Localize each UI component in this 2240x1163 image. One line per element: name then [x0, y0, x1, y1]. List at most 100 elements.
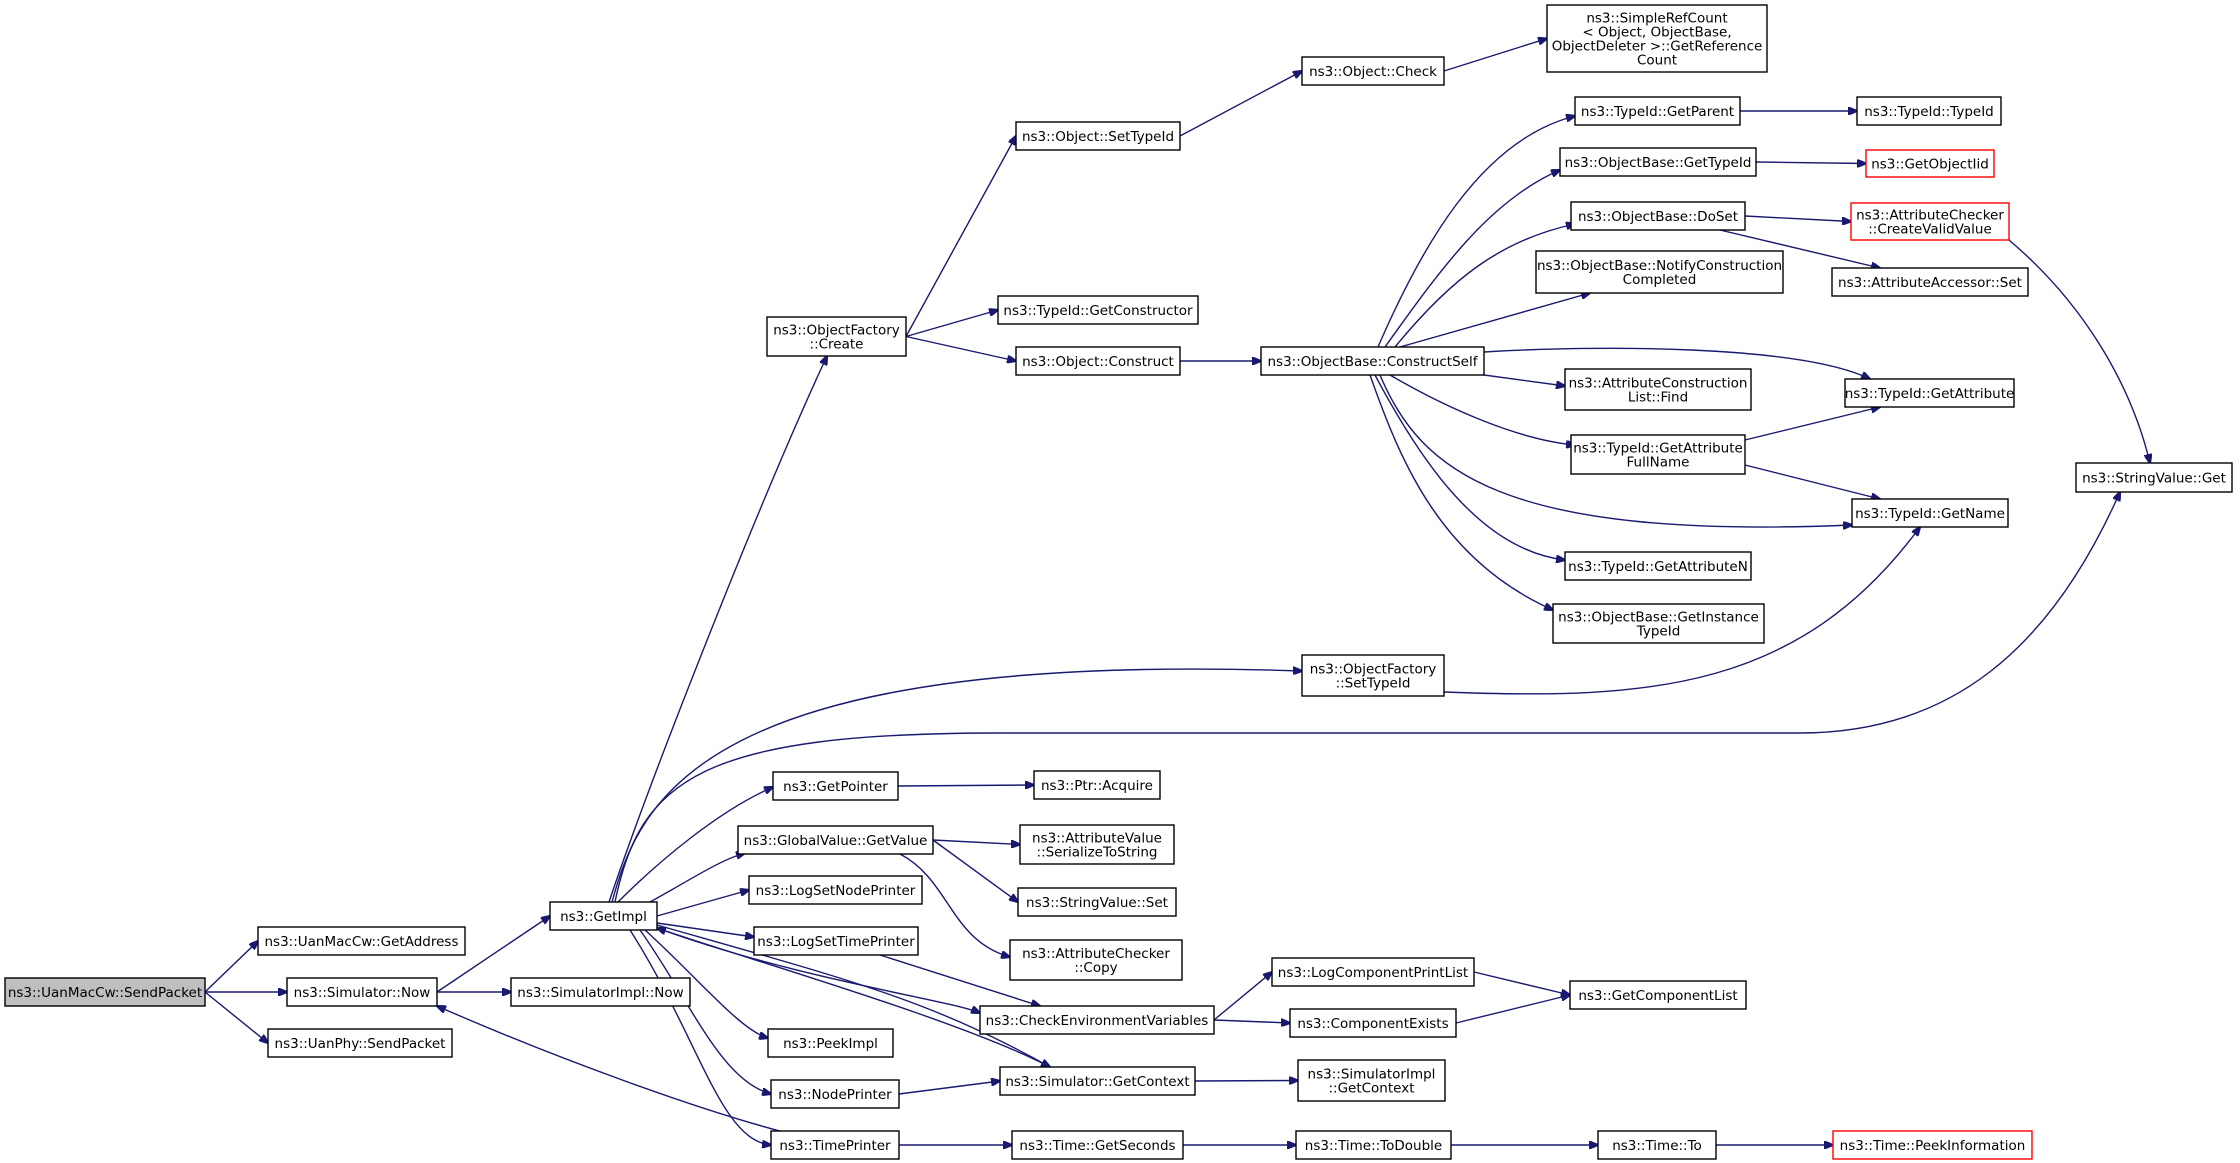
node-box [1535, 250, 1784, 294]
node-label: ns3::TypeId::GetAttribute [1845, 386, 2015, 402]
node-timegetseconds[interactable]: ns3::Time::GetSeconds [1011, 1130, 1184, 1160]
node-label: FullName [1627, 455, 1690, 471]
node-obdoset[interactable]: ns3::ObjectBase::DoSet [1570, 201, 1746, 231]
edge-getimpl-to-simgetcontext [656, 924, 1050, 1067]
node-getcomplist[interactable]: ns3::GetComponentList [1569, 980, 1747, 1010]
edge-constructself-to-obdoset [1394, 224, 1575, 348]
node-accheckercreate[interactable]: ns3::AttributeChecker::CreateValidValue [1850, 202, 2010, 241]
node-label: ns3::LogSetNodePrinter [756, 883, 916, 899]
node-objcheck[interactable]: ns3::Object::Check [1301, 56, 1445, 86]
node-box [4, 977, 206, 1007]
node-box [753, 926, 919, 956]
node-label: ns3::ObjectBase::GetInstance [1558, 610, 1759, 626]
edge-simgetcontext-to-getimpl [657, 928, 1051, 1068]
node-box [1564, 368, 1752, 411]
node-label: ns3::TimePrinter [779, 1138, 891, 1154]
node-getobjectiid[interactable]: ns3::GetObjectIid [1865, 149, 1995, 178]
edge-ofcreate-to-tidgetctor [905, 310, 998, 338]
node-box [1015, 121, 1181, 151]
node-gvgetvalue[interactable]: ns3::GlobalValue::GetValue [737, 825, 934, 855]
node-accheckercopy[interactable]: ns3::AttributeChecker::Copy [1009, 939, 1183, 981]
node-constructself[interactable]: ns3::ObjectBase::ConstructSelf [1260, 346, 1485, 376]
node-box [1850, 202, 2010, 241]
node-timepeekinfo[interactable]: ns3::Time::PeekInformation [1832, 1130, 2033, 1160]
node-box [1564, 551, 1752, 581]
edge-compexists-to-getcomplist [1455, 995, 1570, 1024]
edge-checkenv-to-logcompprint [1213, 972, 1272, 1021]
node-box [1597, 1130, 1717, 1160]
node-label: ns3::CheckEnvironmentVariables [986, 1013, 1209, 1029]
node-box [748, 875, 923, 905]
node-label: ns3::TypeId::GetAttributeN [1568, 559, 1748, 575]
node-label: ns3::PeekImpl [783, 1036, 878, 1052]
node-ofsettypeid[interactable]: ns3::ObjectFactory::SetTypeId [1301, 654, 1445, 697]
edge-logsettime-to-checkenv [879, 954, 1040, 1006]
node-aaset[interactable]: ns3::AttributeAccessor::Set [1831, 267, 2029, 297]
edge-gvgetvalue-to-accheckercopy [899, 853, 1010, 957]
node-box [1301, 56, 1445, 86]
node-box [770, 1079, 900, 1109]
node-ofcreate[interactable]: ns3::ObjectFactory::Create [766, 316, 907, 357]
node-box [1569, 980, 1747, 1010]
node-label: ::GetContext [1328, 1081, 1414, 1097]
node-box [1019, 824, 1175, 865]
node-logsetnode[interactable]: ns3::LogSetNodePrinter [748, 875, 923, 905]
node-tidgetparent[interactable]: ns3::TypeId::GetParent [1574, 96, 1741, 126]
node-box [1297, 1059, 1446, 1102]
node-tidtypeid[interactable]: ns3::TypeId::TypeId [1856, 96, 2002, 126]
node-obnotify[interactable]: ns3::ObjectBase::NotifyConstructionCompl… [1535, 250, 1784, 294]
edge-gvgetvalue-to-avserialize [932, 839, 1020, 845]
node-stringvalueget[interactable]: ns3::StringValue::Get [2075, 462, 2233, 493]
node-ptracquire[interactable]: ns3::Ptr::Acquire [1033, 770, 1161, 800]
node-getimpl[interactable]: ns3::GetImpl [549, 901, 658, 931]
node-physend[interactable]: ns3::UanPhy::SendPacket [267, 1028, 453, 1058]
node-box [1546, 4, 1768, 73]
node-objsettypeid[interactable]: ns3::Object::SetTypeId [1015, 121, 1181, 151]
node-nodeprinter[interactable]: ns3::NodePrinter [770, 1079, 900, 1109]
node-peekimpl[interactable]: ns3::PeekImpl [767, 1028, 894, 1058]
node-avserialize[interactable]: ns3::AttributeValue::SerializeToString [1019, 824, 1175, 865]
node-logsettime[interactable]: ns3::LogSetTimePrinter [753, 926, 919, 956]
node-box [1831, 267, 2029, 297]
node-getaddress[interactable]: ns3::UanMacCw::GetAddress [257, 926, 466, 956]
node-objconstruct[interactable]: ns3::Object::Construct [1015, 346, 1181, 376]
node-box [737, 825, 934, 855]
node-simnow[interactable]: ns3::Simulator::Now [286, 977, 438, 1007]
node-label: ObjectDeleter >::GetReference [1552, 39, 1763, 55]
node-label: Count [1637, 53, 1677, 69]
node-timeto[interactable]: ns3::Time::To [1597, 1130, 1717, 1160]
node-box [267, 1028, 453, 1058]
node-label: ns3::LogSetTimePrinter [757, 934, 915, 950]
node-simgetcontext[interactable]: ns3::Simulator::GetContext [999, 1066, 1196, 1096]
node-getpointer[interactable]: ns3::GetPointer [772, 771, 899, 801]
node-compexists[interactable]: ns3::ComponentExists [1289, 1008, 1457, 1038]
node-simimplnow[interactable]: ns3::SimulatorImpl::Now [510, 977, 691, 1007]
node-label: ns3::Simulator::Now [294, 985, 431, 1001]
node-checkenv[interactable]: ns3::CheckEnvironmentVariables [979, 1005, 1215, 1035]
node-label: ns3::ComponentExists [1297, 1016, 1448, 1032]
node-timeprinter[interactable]: ns3::TimePrinter [770, 1130, 900, 1160]
edge-getimpl-to-timeprinter [629, 929, 771, 1145]
node-label: ::SerializeToString [1037, 845, 1158, 861]
edge-constructself-to-obgettypeid [1384, 170, 1560, 348]
node-box [1865, 149, 1995, 178]
node-simimplgetctx[interactable]: ns3::SimulatorImpl::GetContext [1297, 1059, 1446, 1102]
edge-constructself-to-tidgetattrn [1374, 374, 1565, 560]
node-timetodouble[interactable]: ns3::Time::ToDouble [1295, 1130, 1452, 1160]
node-tidgetattr[interactable]: ns3::TypeId::GetAttribute [1844, 378, 2015, 408]
edge-getimpl-to-stringvalueget [614, 492, 2120, 903]
node-tidgetattrn[interactable]: ns3::TypeId::GetAttributeN [1564, 551, 1752, 581]
node-tidgetname[interactable]: ns3::TypeId::GetName [1851, 498, 2009, 528]
node-tidgetctor[interactable]: ns3::TypeId::GetConstructor [997, 295, 1199, 325]
node-sendpacket[interactable]: ns3::UanMacCw::SendPacket [4, 977, 206, 1007]
node-label: ns3::Object::Construct [1022, 354, 1174, 370]
node-stringvalueset[interactable]: ns3::StringValue::Set [1017, 887, 1177, 917]
node-label: ns3::Time::To [1612, 1138, 1702, 1154]
node-obgettypeid[interactable]: ns3::ObjectBase::GetTypeId [1559, 147, 1757, 177]
node-simplerefcount[interactable]: ns3::SimpleRefCount< Object, ObjectBase,… [1546, 4, 1768, 73]
node-logcompprint[interactable]: ns3::LogComponentPrintList [1271, 957, 1475, 987]
edge-ofsettypeid-to-tidgetname [1443, 527, 1920, 695]
